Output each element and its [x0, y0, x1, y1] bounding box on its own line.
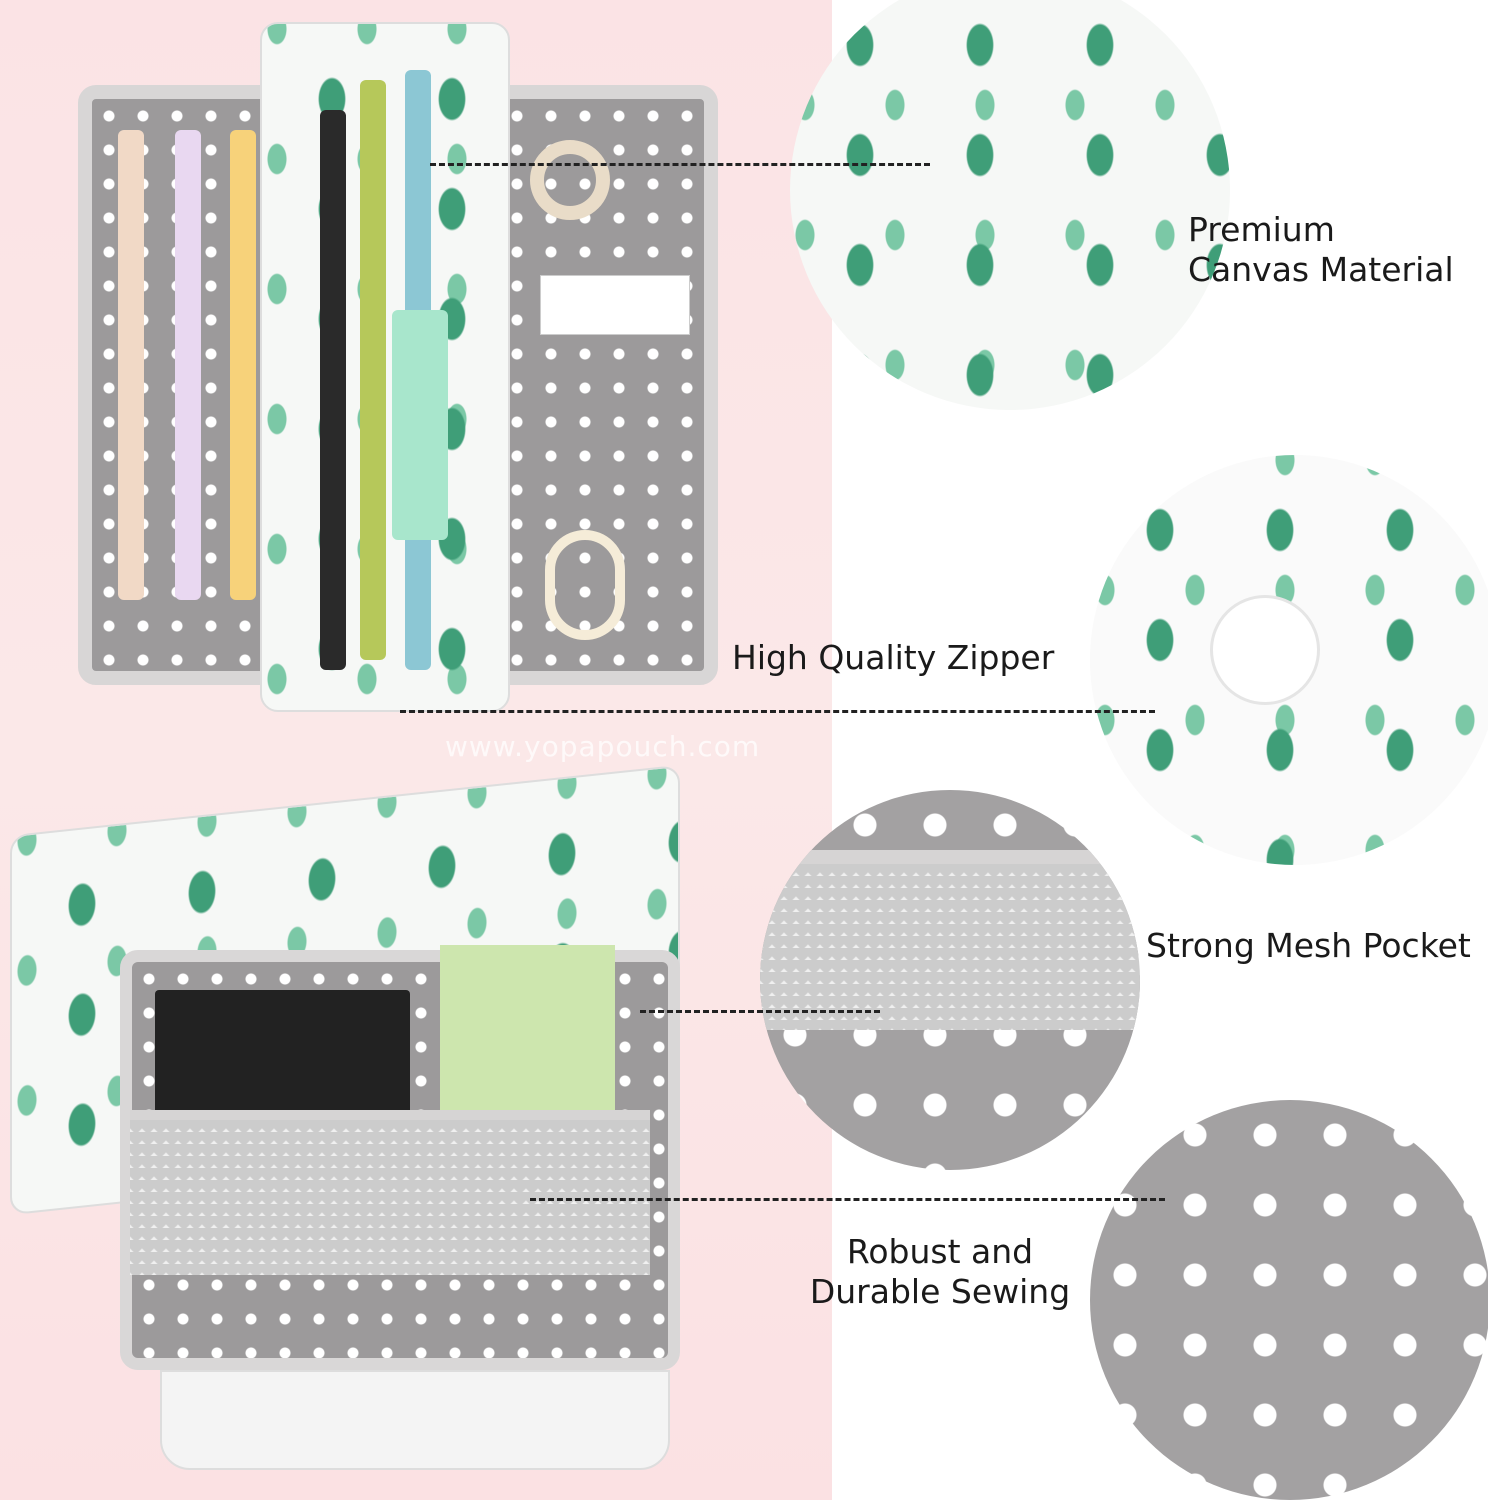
label-line: Premium — [1188, 210, 1335, 249]
feature-label-canvas: Premium Canvas Material — [1188, 210, 1454, 290]
feature-label-zipper: High Quality Zipper — [732, 638, 1054, 678]
feature-label-mesh: Strong Mesh Pocket — [1146, 926, 1471, 966]
feature-label-sewing: Robust and Durable Sewing — [805, 1232, 1075, 1312]
detail-circle-mesh — [760, 790, 1140, 1170]
mesh-pocket — [130, 1110, 650, 1275]
leader-line-canvas — [430, 163, 930, 166]
watermark: www.yopapouch.com — [445, 730, 761, 763]
label-line: High Quality Zipper — [732, 638, 1055, 677]
label-line: Durable Sewing — [809, 1272, 1071, 1311]
label-line: Strong Mesh Pocket — [1146, 926, 1471, 965]
brush-pen — [360, 80, 386, 660]
marker-pen — [230, 130, 256, 600]
detail-circle-zipper — [1090, 455, 1488, 865]
leader-line-zipper — [400, 710, 1155, 713]
detail-circle-sewing — [1090, 1100, 1488, 1500]
leader-line-mesh — [640, 1010, 880, 1013]
sticky-notes — [440, 945, 615, 1130]
scissors — [545, 530, 625, 640]
washi-tape — [530, 140, 610, 220]
brush-pen — [320, 110, 346, 670]
marker-pen — [175, 130, 201, 600]
label-line: Robust and — [846, 1232, 1034, 1271]
detail-circle-canvas — [790, 0, 1230, 410]
pouch-front-flap — [160, 1370, 670, 1470]
eraser — [540, 275, 690, 335]
highlighter — [392, 310, 448, 540]
mesh-closeup — [760, 850, 1140, 1030]
label-line: Canvas Material — [1188, 250, 1454, 289]
marker-pen — [118, 130, 144, 600]
zipper-pull — [1210, 595, 1320, 705]
leader-line-sewing — [530, 1198, 1165, 1201]
